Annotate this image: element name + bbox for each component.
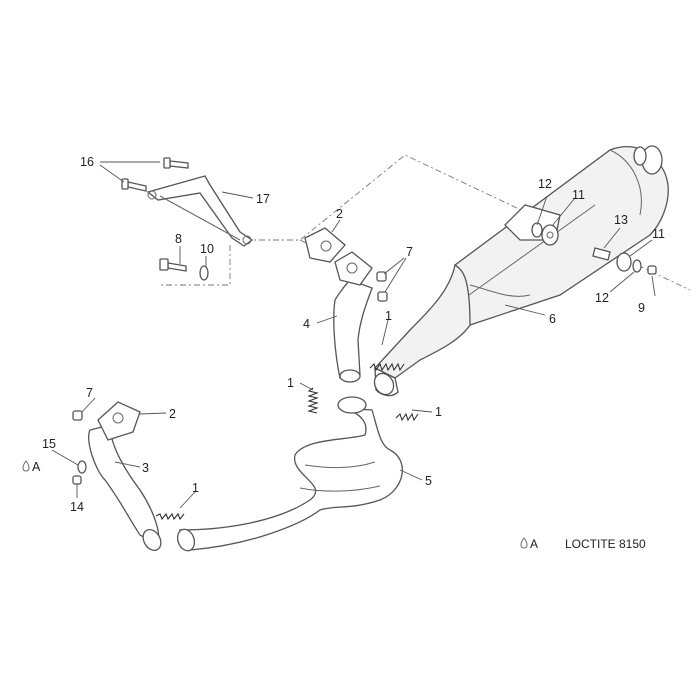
legend: A LOCTITE 8150	[520, 537, 646, 551]
label-1-rear-header: 1	[385, 309, 392, 323]
loctite-marker-letter: A	[32, 460, 41, 474]
label-3: 3	[142, 461, 149, 475]
label-12-top: 12	[538, 177, 552, 191]
muffler	[373, 145, 669, 397]
label-17: 17	[256, 192, 270, 206]
label-16: 16	[80, 155, 94, 169]
label-1-collector-left: 1	[287, 376, 294, 390]
label-11-right: 11	[652, 227, 665, 241]
label-6: 6	[549, 312, 556, 326]
part-labels: 16 17 8 10 2 7 4 1 1 1 5 1 2 7 3 15 14 1…	[42, 155, 665, 514]
springs	[155, 362, 419, 521]
hardware	[72, 157, 657, 485]
label-2-front: 2	[169, 407, 176, 421]
legend-text: LOCTITE 8150	[565, 537, 646, 551]
legend-mark: A	[530, 537, 538, 551]
support-bracket-17	[146, 175, 254, 247]
label-14: 14	[70, 500, 84, 514]
label-1-front: 1	[192, 481, 199, 495]
label-12-right: 12	[595, 291, 609, 305]
leader-lines	[51, 161, 656, 509]
label-9: 9	[638, 301, 645, 315]
header-pipe-3	[88, 401, 162, 551]
label-13: 13	[614, 213, 628, 227]
loctite-marker: A	[22, 460, 41, 474]
label-5: 5	[425, 474, 432, 488]
label-11-top: 11	[572, 188, 585, 202]
label-15: 15	[42, 437, 56, 451]
drop-icon	[520, 537, 528, 549]
label-4: 4	[303, 317, 310, 331]
label-7-rear: 7	[406, 245, 413, 259]
label-7-front: 7	[86, 386, 93, 400]
collector-pipe-5	[176, 396, 403, 552]
drop-icon	[22, 460, 30, 472]
label-2-rear: 2	[336, 207, 343, 221]
label-1-collector-right: 1	[435, 405, 442, 419]
header-pipe-4	[304, 227, 373, 383]
label-8: 8	[175, 232, 182, 246]
label-10: 10	[200, 242, 214, 256]
